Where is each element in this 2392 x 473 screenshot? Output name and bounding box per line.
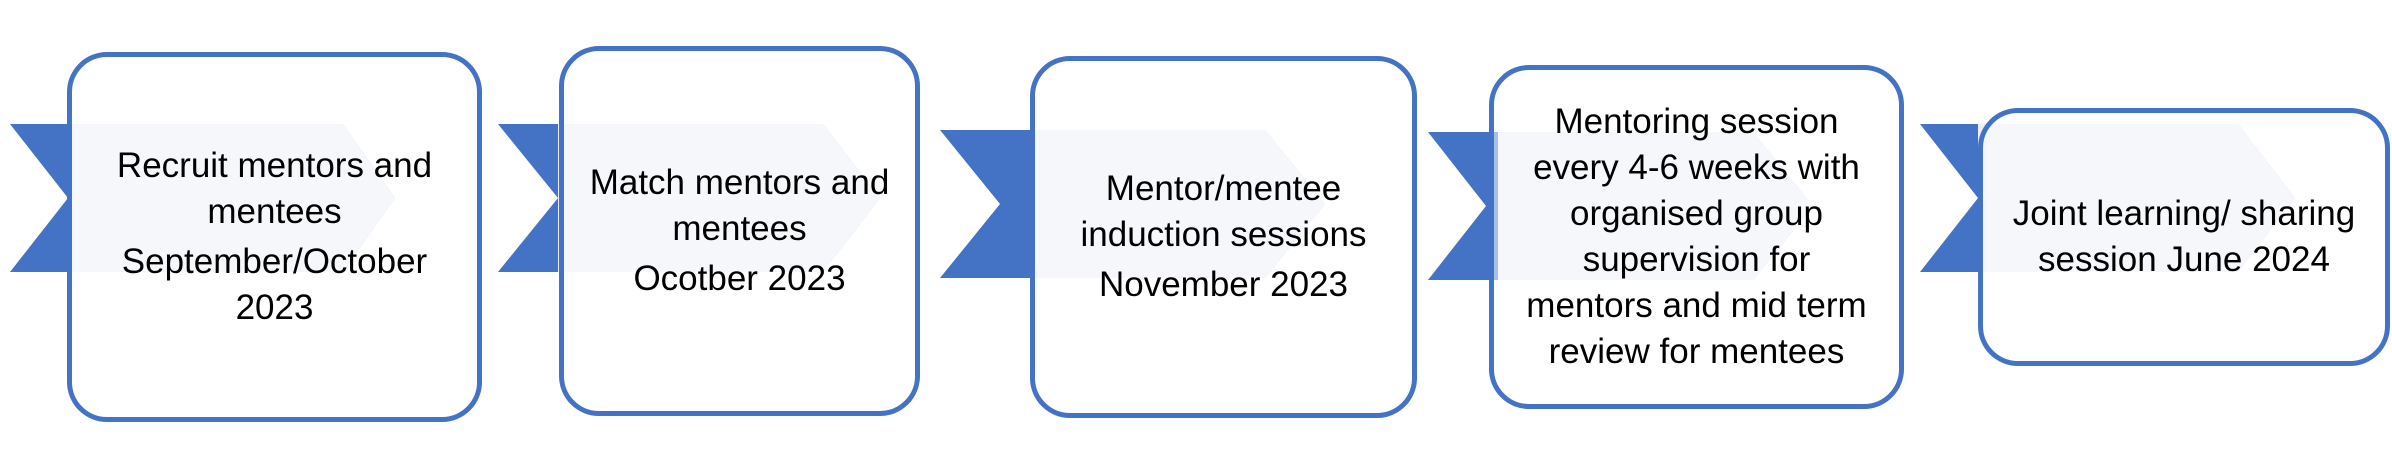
step-4-box: Mentoring session every 4-6 weeks with o… bbox=[1489, 65, 1904, 409]
step-2-date: Ocotber 2023 bbox=[633, 259, 846, 298]
step-1-title: Recruit mentors and mentees bbox=[116, 146, 433, 231]
step-3-date: November 2023 bbox=[1098, 265, 1349, 304]
step-1-box: Recruit mentors and mentees September/Oc… bbox=[67, 52, 482, 422]
step-5-box: Joint learning/ sharing session June 202… bbox=[1978, 108, 2390, 366]
step-2-title: Match mentors and mentees bbox=[589, 163, 890, 248]
step-3-title: Mentor/mentee induction sessions bbox=[1080, 169, 1367, 254]
step-1-date: September/October 2023 bbox=[121, 242, 428, 327]
step-3-box: Mentor/mentee induction sessions Novembe… bbox=[1030, 56, 1417, 418]
step-2-box: Match mentors and mentees Ocotber 2023 bbox=[559, 46, 920, 416]
step-4-title: Mentoring session every 4-6 weeks with o… bbox=[1526, 102, 1867, 371]
step-5-title: Joint learning/ sharing session June 202… bbox=[2012, 194, 2356, 279]
